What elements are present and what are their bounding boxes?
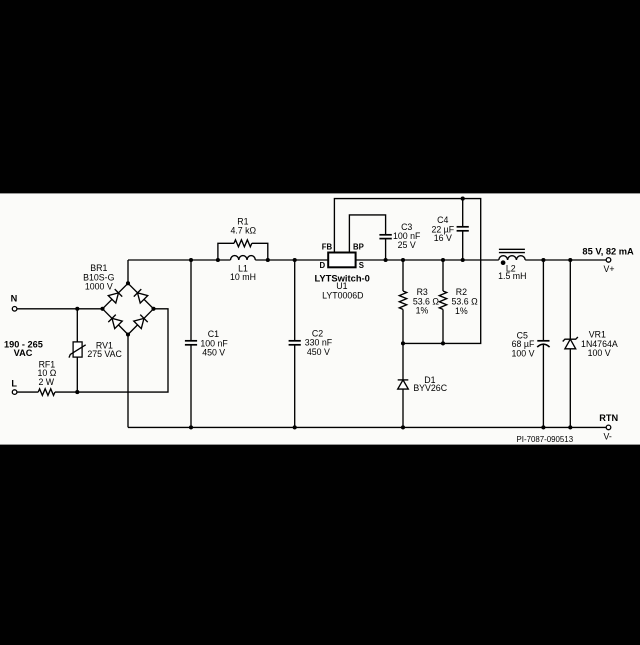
svg-text:S: S xyxy=(359,261,364,270)
svg-text:U1: U1 xyxy=(336,281,347,291)
svg-text:100 nF: 100 nF xyxy=(393,231,421,241)
svg-text:C1: C1 xyxy=(208,329,219,339)
svg-text:1000 V: 1000 V xyxy=(85,282,113,292)
svg-text:FB: FB xyxy=(322,243,333,252)
svg-text:275 VAC: 275 VAC xyxy=(87,349,122,359)
svg-text:R3: R3 xyxy=(417,287,428,297)
svg-text:53.6 Ω: 53.6 Ω xyxy=(452,297,479,307)
svg-text:10 Ω: 10 Ω xyxy=(37,368,56,378)
svg-text:1%: 1% xyxy=(416,306,429,316)
svg-text:100 V: 100 V xyxy=(588,348,611,358)
svg-text:N: N xyxy=(11,294,18,304)
svg-text:L1: L1 xyxy=(238,264,248,274)
svg-text:D: D xyxy=(319,261,325,270)
svg-text:53.6 Ω: 53.6 Ω xyxy=(413,297,440,307)
svg-text:VR1: VR1 xyxy=(589,329,606,339)
svg-text:C3: C3 xyxy=(401,222,412,232)
svg-text:RTN: RTN xyxy=(599,413,618,423)
svg-text:R2: R2 xyxy=(456,287,467,297)
svg-text:4.7 kΩ: 4.7 kΩ xyxy=(230,226,256,236)
svg-text:BYV26C: BYV26C xyxy=(413,383,447,393)
svg-text:BR1: BR1 xyxy=(90,263,107,273)
svg-text:25 V: 25 V xyxy=(398,240,416,250)
svg-text:BP: BP xyxy=(353,243,364,252)
svg-text:2 W: 2 W xyxy=(38,377,54,387)
svg-text:C2: C2 xyxy=(312,329,323,339)
svg-text:L: L xyxy=(11,379,17,389)
svg-text:450 V: 450 V xyxy=(202,348,225,358)
svg-text:330 nF: 330 nF xyxy=(305,338,333,348)
svg-text:1.5 mH: 1.5 mH xyxy=(498,271,526,281)
svg-text:C4: C4 xyxy=(437,215,448,225)
svg-text:1%: 1% xyxy=(455,306,468,316)
svg-text:100 V: 100 V xyxy=(512,348,535,358)
svg-text:RV1: RV1 xyxy=(96,340,113,350)
svg-text:16 V: 16 V xyxy=(434,233,452,243)
svg-text:22 µF: 22 µF xyxy=(431,224,454,234)
svg-text:1N4764A: 1N4764A xyxy=(581,339,618,349)
svg-text:D1: D1 xyxy=(424,375,435,385)
svg-text:10 mH: 10 mH xyxy=(230,272,256,282)
svg-text:C5: C5 xyxy=(517,330,528,340)
svg-text:68 µF: 68 µF xyxy=(512,339,535,349)
svg-text:100 nF: 100 nF xyxy=(200,338,228,348)
svg-text:LYTSwitch-0: LYTSwitch-0 xyxy=(314,272,369,283)
svg-text:L2: L2 xyxy=(506,263,516,273)
svg-text:190 - 265: 190 - 265 xyxy=(4,340,43,350)
svg-text:450 V: 450 V xyxy=(307,347,330,357)
svg-text:LYT0006D: LYT0006D xyxy=(322,290,363,300)
svg-text:V+: V+ xyxy=(603,264,614,274)
svg-text:V-: V- xyxy=(603,432,611,442)
svg-text:R1: R1 xyxy=(237,216,248,226)
svg-text:B10S-G: B10S-G xyxy=(83,272,114,282)
svg-text:VAC: VAC xyxy=(14,348,33,358)
svg-text:PI-7087-090513: PI-7087-090513 xyxy=(516,435,573,444)
svg-text:85 V, 82 mA: 85 V, 82 mA xyxy=(582,247,634,257)
svg-text:RF1: RF1 xyxy=(39,359,56,369)
